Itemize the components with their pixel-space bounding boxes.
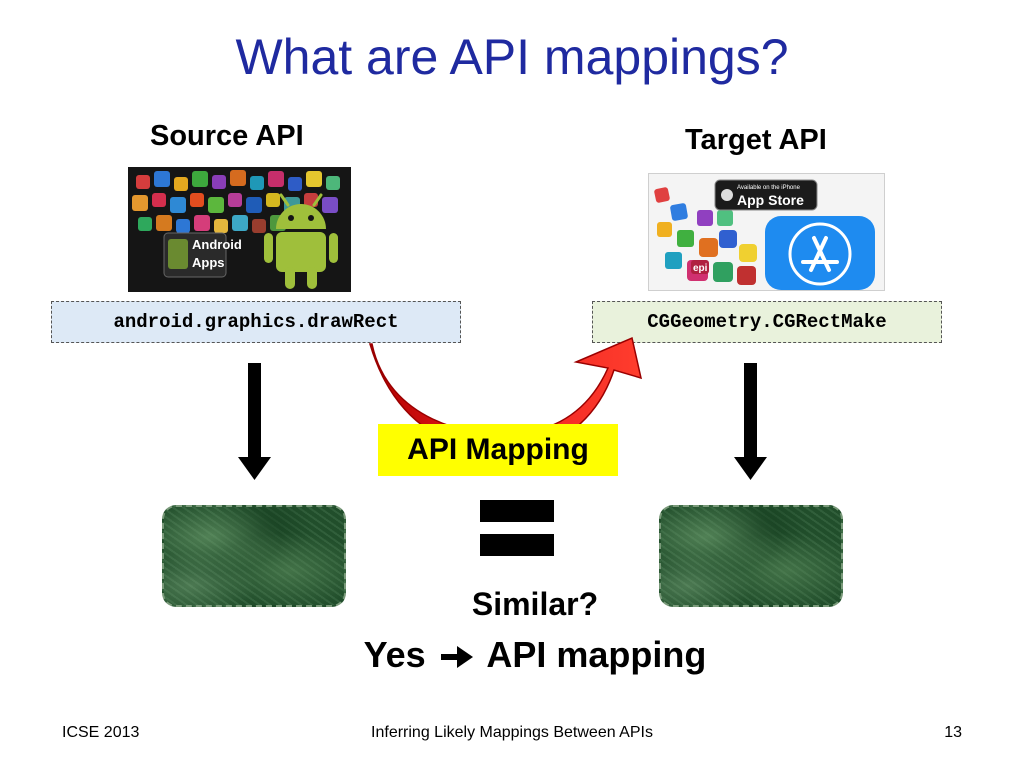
right-arrow-icon — [440, 646, 473, 668]
badge-small-text: Available on the iPhone — [737, 185, 801, 191]
android-robot-icon — [264, 193, 338, 289]
source-texture-image — [162, 505, 346, 607]
source-api-label: Source API — [150, 120, 304, 152]
answer-line: Yes API mapping — [300, 634, 770, 676]
app-store-badge: Available on the iPhone App Store — [714, 179, 818, 211]
equals-top-bar — [480, 500, 554, 522]
left-down-arrow-icon — [238, 363, 271, 480]
android-apps-collage-icon: Android Apps — [128, 167, 351, 292]
footer-conference: ICSE 2013 — [62, 724, 140, 741]
right-down-arrow-icon — [734, 363, 767, 480]
android-image-text-1: Android — [192, 237, 242, 252]
target-api-code: CGGeometry.CGRectMake — [592, 301, 942, 343]
app-store-image: epi Available on the iPhone App Store — [648, 173, 885, 291]
equals-bottom-bar — [480, 534, 554, 556]
api-mapping-label: API Mapping — [378, 424, 618, 476]
android-apps-image: Android Apps — [128, 167, 351, 292]
page-number: 13 — [944, 724, 962, 741]
footer-title: Inferring Likely Mappings Between APIs — [371, 724, 653, 741]
target-texture-image — [659, 505, 843, 607]
slide-title: What are API mappings? — [235, 29, 789, 85]
app-store-collage-icon: epi Available on the iPhone App Store — [649, 174, 884, 290]
answer-result: API mapping — [486, 634, 707, 675]
badge-large-text: App Store — [737, 192, 804, 208]
answer-yes: Yes — [363, 634, 426, 675]
app-icon-text: epi — [693, 263, 708, 274]
app-store-logo-icon — [765, 216, 875, 290]
source-api-code: android.graphics.drawRect — [51, 301, 461, 343]
similar-question: Similar? — [471, 586, 599, 622]
target-api-label: Target API — [685, 124, 827, 156]
android-image-text-2: Apps — [192, 255, 225, 270]
